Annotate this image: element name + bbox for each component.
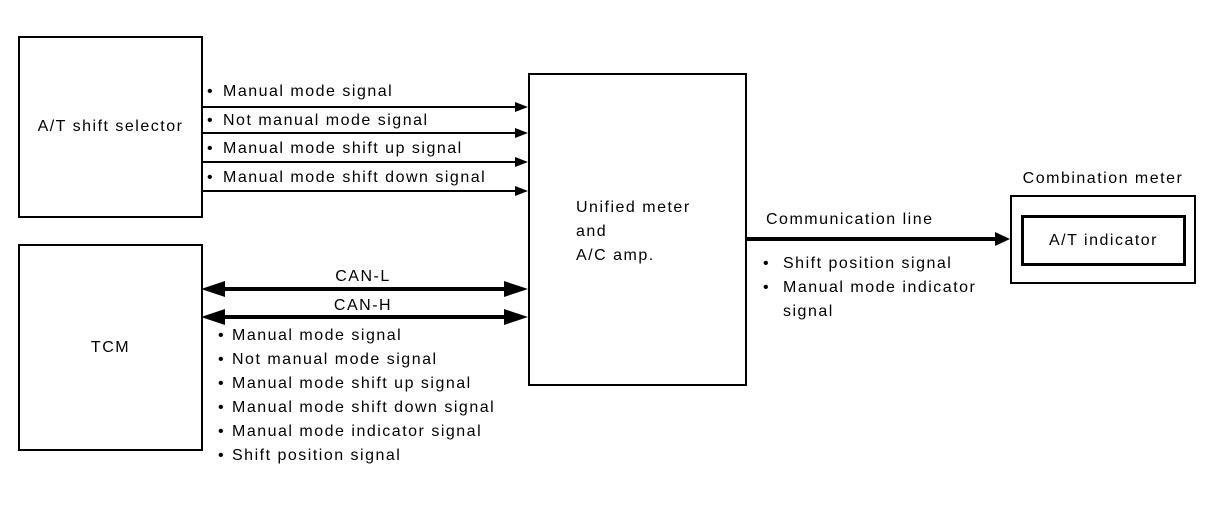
arrowhead-right-icon xyxy=(504,309,528,325)
can-signal-list: Manual mode signal Not manual mode signa… xyxy=(218,324,495,468)
arrow-shaft xyxy=(221,287,508,291)
box-at-shift-selector: A/T shift selector xyxy=(18,36,203,218)
communication-signal-item: Manual mode indicator signal xyxy=(763,276,995,324)
unified-meter-label-line1: Unified meter xyxy=(576,199,691,216)
selector-signal-label: Manual mode shift down signal xyxy=(207,169,486,187)
arrowhead-right-icon xyxy=(995,232,1010,246)
can-signal-item: Not manual mode signal xyxy=(218,348,495,372)
arrow-shaft xyxy=(201,190,516,192)
box-unified-meter-ac-amp: Unified meter and A/C amp. xyxy=(528,73,747,386)
can-l-label: CAN-L xyxy=(335,268,391,285)
can-signal-item: Manual mode shift down signal xyxy=(218,396,495,420)
can-l-arrow xyxy=(201,281,528,297)
communication-line-arrow xyxy=(747,232,1010,246)
box-tcm: TCM xyxy=(18,244,203,451)
manual-mode-shift-up-signal-arrow xyxy=(201,157,528,167)
unified-meter-label: Unified meter and A/C amp. xyxy=(576,196,691,268)
communication-line-label: Communication line xyxy=(766,211,934,228)
communication-signal-list: Shift position signal Manual mode indica… xyxy=(763,252,995,324)
can-signal-item: Manual mode indicator signal xyxy=(218,420,495,444)
arrowhead-left-icon xyxy=(201,281,225,297)
at-indicator-label: A/T indicator xyxy=(1048,231,1159,249)
communication-signal-item: Shift position signal xyxy=(763,252,995,276)
selector-signal-label: Manual mode shift up signal xyxy=(207,140,463,158)
can-h-arrow xyxy=(201,309,528,325)
at-shift-selector-label: A/T shift selector xyxy=(37,118,184,135)
can-h-label: CAN-H xyxy=(333,297,393,314)
not-manual-mode-signal-arrow xyxy=(201,128,528,138)
unified-meter-label-line2: and xyxy=(576,223,608,240)
tcm-label: TCM xyxy=(90,338,131,356)
selector-signal-label: Manual mode signal xyxy=(207,83,393,101)
selector-signal-label: Not manual mode signal xyxy=(207,112,429,130)
arrow-shaft xyxy=(201,132,516,134)
box-at-indicator: A/T indicator xyxy=(1021,215,1186,266)
can-signal-item: Manual mode shift up signal xyxy=(218,372,495,396)
arrowhead-left-icon xyxy=(201,309,225,325)
arrow-shaft xyxy=(221,315,508,319)
arrowhead-right-icon xyxy=(515,128,528,138)
manual-mode-shift-down-signal-arrow xyxy=(201,186,528,196)
arrowhead-right-icon xyxy=(515,157,528,167)
arrowhead-right-icon xyxy=(515,186,528,196)
manual-mode-signal-arrow xyxy=(201,102,528,112)
can-signal-item: Manual mode signal xyxy=(218,324,495,348)
arrowhead-right-icon xyxy=(515,102,528,112)
arrow-shaft xyxy=(201,161,516,163)
arrow-shaft xyxy=(747,237,997,241)
combination-meter-title: Combination meter xyxy=(1022,170,1184,187)
can-signal-item: Shift position signal xyxy=(218,444,495,468)
arrowhead-right-icon xyxy=(504,281,528,297)
arrow-shaft xyxy=(201,106,516,108)
unified-meter-label-line3: A/C amp. xyxy=(576,247,655,264)
